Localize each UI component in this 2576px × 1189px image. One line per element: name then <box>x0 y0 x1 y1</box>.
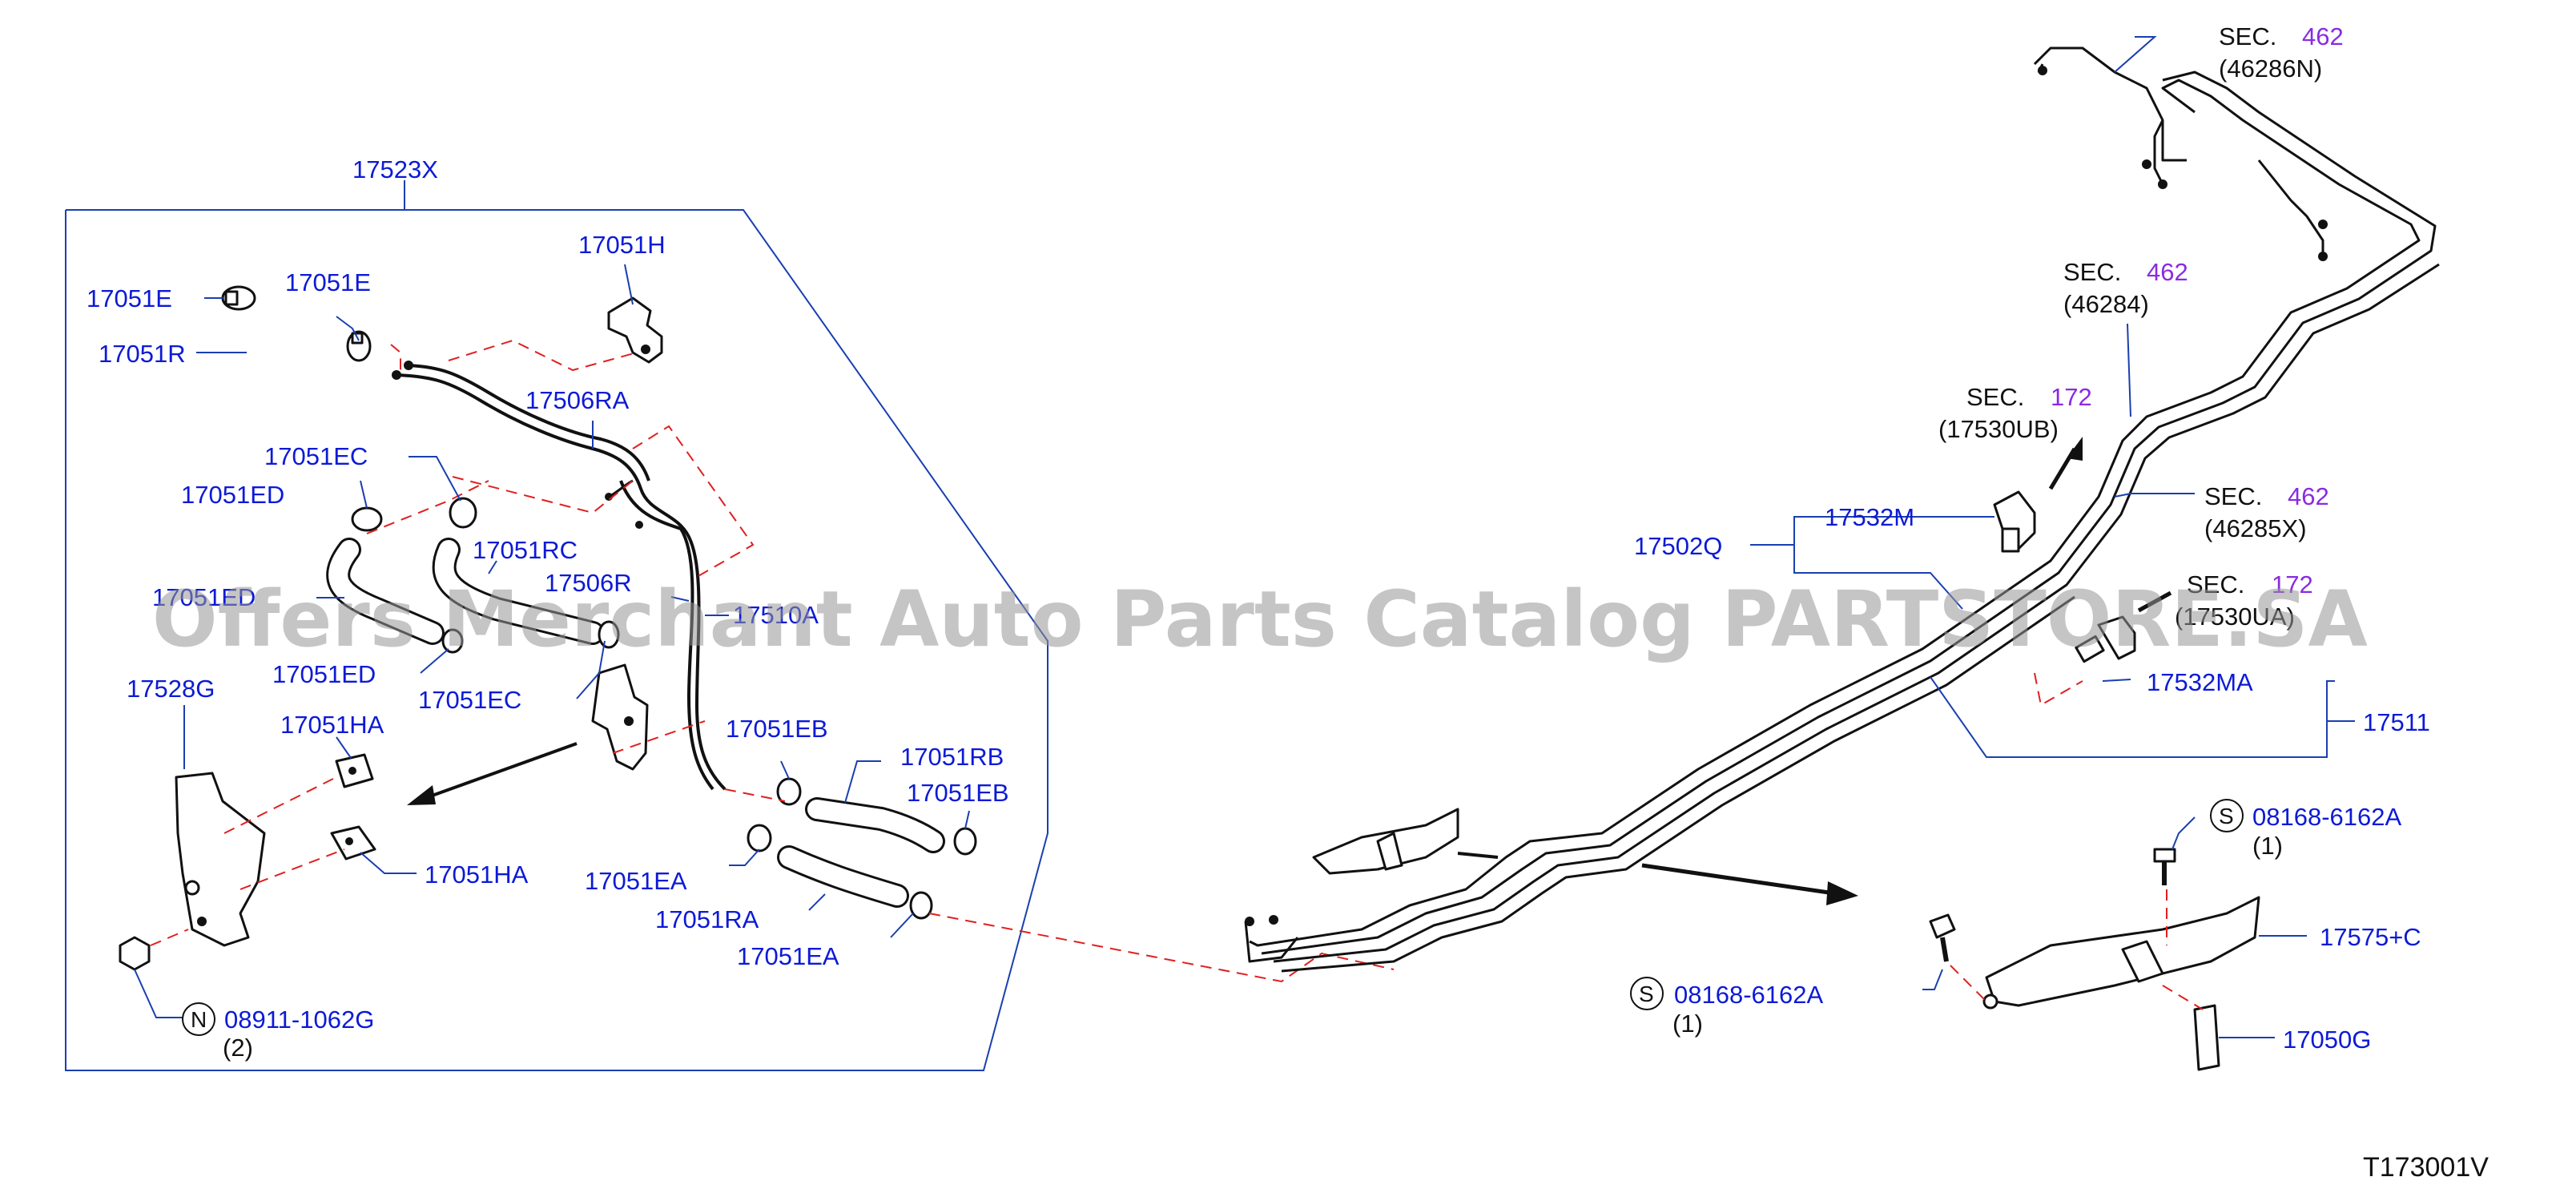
clamp-17051ED-2[interactable] <box>441 628 464 654</box>
label-17051H[interactable]: 17051H <box>578 231 666 259</box>
label-17051ED-partial[interactable]: 17051ED <box>152 583 256 611</box>
label-17051HA[interactable]: 17051HA <box>280 711 384 739</box>
symbol-n <box>182 1002 215 1036</box>
label-08911-1062G[interactable]: 08911-1062G <box>224 1006 374 1034</box>
clip-17051HA[interactable] <box>335 753 374 788</box>
label-17051ED[interactable]: 17051ED <box>181 481 284 509</box>
bracket-17528G[interactable] <box>175 772 266 947</box>
hose-17051RC[interactable] <box>432 538 605 645</box>
bolt-08168-a[interactable] <box>2153 848 2176 885</box>
label-17051EB[interactable]: 17051EB <box>726 715 828 743</box>
label-17502Q[interactable]: 17502Q <box>1634 532 1722 560</box>
label-17506R[interactable]: 17506R <box>545 569 632 597</box>
symbol-n-text: N <box>191 1007 207 1032</box>
clamp-17051E[interactable] <box>221 285 256 311</box>
sec-172-b-ref: (17530UA) <box>2175 603 2295 631</box>
bracket-center[interactable] <box>591 663 649 771</box>
nut-08911[interactable] <box>119 936 151 971</box>
clamp-17051EA[interactable] <box>747 824 772 852</box>
line-46286N[interactable] <box>2033 46 2187 189</box>
label-17051EA-2[interactable]: 17051EA <box>737 942 839 970</box>
sec-172-b-word: SEC. <box>2187 570 2244 599</box>
assembly-frame <box>65 209 1049 1071</box>
label-17532MA[interactable]: 17532MA <box>2147 668 2253 696</box>
sec-462-c-num[interactable]: 462 <box>2288 482 2329 510</box>
qty-08168-b: (1) <box>1672 1010 1703 1038</box>
line-branch-right[interactable] <box>2257 159 2328 261</box>
label-17523X[interactable]: 17523X <box>352 155 438 183</box>
line-end-left[interactable] <box>1244 915 1299 963</box>
sec-462-a-ref: (46286N) <box>2219 54 2322 83</box>
label-17051RC[interactable]: 17051RC <box>473 536 578 564</box>
hose-17051RA[interactable] <box>777 845 909 908</box>
label-17506RA[interactable]: 17506RA <box>525 386 630 414</box>
sec-172-a-ref: (17530UB) <box>1938 415 2059 443</box>
label-17051ED-2[interactable]: 17051ED <box>272 660 376 688</box>
label-17051E-2[interactable]: 17051E <box>285 268 371 296</box>
connector-17532M[interactable] <box>1993 490 2036 553</box>
sec-462-c-word: SEC. <box>2204 482 2262 510</box>
protector-17575C[interactable] <box>1982 896 2260 1010</box>
clamp-17051ED[interactable] <box>351 506 383 532</box>
connector-17532MA[interactable] <box>2075 615 2136 663</box>
bolt-08168-b[interactable] <box>1929 913 1956 962</box>
label-17051EA[interactable]: 17051EA <box>585 867 687 895</box>
label-17051EC-2[interactable]: 17051EC <box>418 686 521 714</box>
symbol-s-a <box>2210 799 2244 832</box>
sec-172-a-num[interactable]: 172 <box>2051 383 2092 411</box>
symbol-s-b <box>1630 977 1664 1010</box>
watermark: Offers Merchant Auto Parts Catalog PARTS… <box>152 574 2368 664</box>
clamp-17051EA-2[interactable] <box>909 891 933 920</box>
clip-17051HA-2[interactable] <box>330 825 376 861</box>
bracket-protector-small[interactable] <box>1312 808 1459 875</box>
label-17051HA-2[interactable]: 17051HA <box>425 861 529 889</box>
sec-462-b-ref: (46284) <box>2063 290 2149 318</box>
label-17510A[interactable]: 17510A <box>733 601 819 629</box>
clip-17050G[interactable] <box>2193 1004 2220 1071</box>
label-17051RB[interactable]: 17051RB <box>900 743 1004 771</box>
diagram-code: T173001V <box>2363 1152 2489 1183</box>
label-08168-6162A-2[interactable]: 08168-6162A <box>1674 981 1823 1009</box>
qty-08911: (2) <box>223 1034 253 1062</box>
label-17051EC[interactable]: 17051EC <box>264 442 368 470</box>
tube-17506RA[interactable] <box>392 361 727 791</box>
clamp-17051EC[interactable] <box>449 497 477 529</box>
fuel-line-main[interactable] <box>1249 71 2440 973</box>
clip-17051H[interactable] <box>607 296 663 364</box>
label-17051E[interactable]: 17051E <box>87 284 172 312</box>
sec-462-a-word: SEC. <box>2219 22 2276 50</box>
sec-172-a-word: SEC. <box>1966 383 2024 411</box>
label-17532M[interactable]: 17532M <box>1825 503 1914 531</box>
label-17051RA[interactable]: 17051RA <box>655 905 759 933</box>
label-17050G[interactable]: 17050G <box>2283 1026 2371 1054</box>
hose-17051RB[interactable] <box>805 797 945 853</box>
symbol-s-a-text: S <box>2219 804 2234 828</box>
sec-462-b-num[interactable]: 462 <box>2147 258 2188 286</box>
sec-172-b-num[interactable]: 172 <box>2272 570 2313 599</box>
label-08168-6162A[interactable]: 08168-6162A <box>2252 803 2401 831</box>
qty-08168-a: (1) <box>2252 832 2283 860</box>
label-17051R[interactable]: 17051R <box>99 340 186 368</box>
hose-17051ED[interactable] <box>326 538 445 645</box>
sec-462-b-word: SEC. <box>2063 258 2121 286</box>
sec-462-c-ref: (46285X) <box>2204 514 2307 542</box>
label-17528G[interactable]: 17528G <box>127 675 215 703</box>
label-17575C[interactable]: 17575+C <box>2320 923 2421 951</box>
symbol-s-b-text: S <box>1639 981 1654 1006</box>
label-17511[interactable]: 17511 <box>2363 708 2430 736</box>
clamp-17051E-2[interactable] <box>346 330 372 362</box>
sec-462-a-num[interactable]: 462 <box>2302 22 2344 50</box>
clamp-17051EB-2[interactable] <box>953 827 977 856</box>
label-17051EB-2[interactable]: 17051EB <box>907 779 1009 807</box>
hose-17051R[interactable] <box>242 320 351 361</box>
